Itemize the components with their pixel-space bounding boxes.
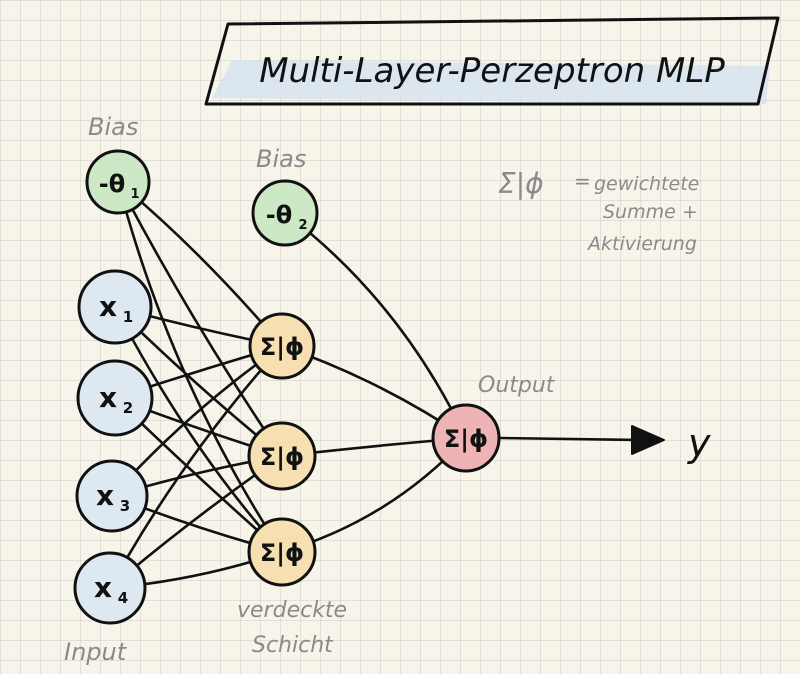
node-x2-sub: 2: [123, 399, 133, 417]
node-x1-sub: 1: [123, 308, 133, 326]
legend-equals: =: [574, 169, 591, 193]
edge-x4-h1: [108, 344, 284, 590]
node-x3-label: x: [96, 479, 114, 512]
node-bias-1-label: -θ: [99, 170, 125, 198]
node-hidden-2: Σ|ϕ: [247, 421, 317, 491]
node-bias-2-label: -θ: [266, 201, 292, 229]
node-bias-1: -θ 1: [85, 149, 151, 215]
node-bias-1-sub: 1: [130, 187, 139, 202]
label-hidden-line-1: verdeckte: [237, 598, 347, 623]
node-x4-label: x: [94, 571, 112, 604]
node-bias-2-sub: 2: [298, 218, 307, 233]
legend-annotation: Σ|ϕ = gewichtete Summe + Aktivierung: [498, 167, 699, 255]
edge-x1-h3: [113, 305, 284, 554]
node-output-label: Σ|ϕ: [444, 425, 488, 453]
node-hidden-2-label: Σ|ϕ: [260, 443, 304, 471]
node-x1: x 1: [77, 269, 153, 345]
edge-bias1-h2: [116, 180, 284, 458]
legend-symbol: Σ|ϕ: [498, 167, 544, 200]
node-hidden-1-label: Σ|ϕ: [260, 333, 304, 361]
node-x1-label: x: [99, 290, 117, 323]
node-x2: x 2: [76, 359, 154, 437]
nodes: -θ 1 x 1 x 2 x 3 x 4 -θ 2: [73, 149, 501, 625]
label-hidden-line-2: Schicht: [252, 633, 334, 658]
node-x4-sub: 4: [118, 589, 128, 607]
node-x4: x 4: [73, 551, 147, 625]
label-output: Output: [478, 373, 556, 398]
edge-bias2-out: [283, 211, 468, 440]
node-x3: x 3: [75, 459, 149, 533]
connections: [108, 180, 642, 590]
title-band: [212, 60, 770, 104]
node-x3-sub: 3: [120, 497, 130, 515]
node-hidden-1: Σ|ϕ: [248, 312, 316, 380]
node-hidden-3: Σ|ϕ: [247, 517, 317, 587]
output-arrowhead: [631, 425, 665, 455]
title-banner: Multi-Layer-Perzeptron MLP: [204, 16, 780, 106]
node-output: Σ|ϕ: [431, 403, 501, 473]
node-hidden-3-label: Σ|ϕ: [260, 539, 304, 567]
legend-line-1: gewichtete: [594, 173, 699, 195]
node-bias-2: -θ 2: [251, 179, 319, 247]
title-frame: [204, 16, 780, 106]
title-text: Multi-Layer-Perzeptron MLP: [259, 51, 725, 91]
output-arrow-line: [498, 436, 642, 442]
node-x2-label: x: [99, 381, 117, 414]
legend-line-2: Summe +: [603, 201, 698, 223]
legend-line-3: Aktivierung: [586, 233, 697, 255]
label-bias-input: Bias: [88, 113, 138, 141]
label-input: Input: [64, 638, 128, 666]
label-y: y: [687, 421, 711, 465]
annotation-labels: Bias Bias Output Input verdeckte Schicht…: [64, 113, 711, 666]
label-bias-hidden: Bias: [256, 145, 306, 173]
